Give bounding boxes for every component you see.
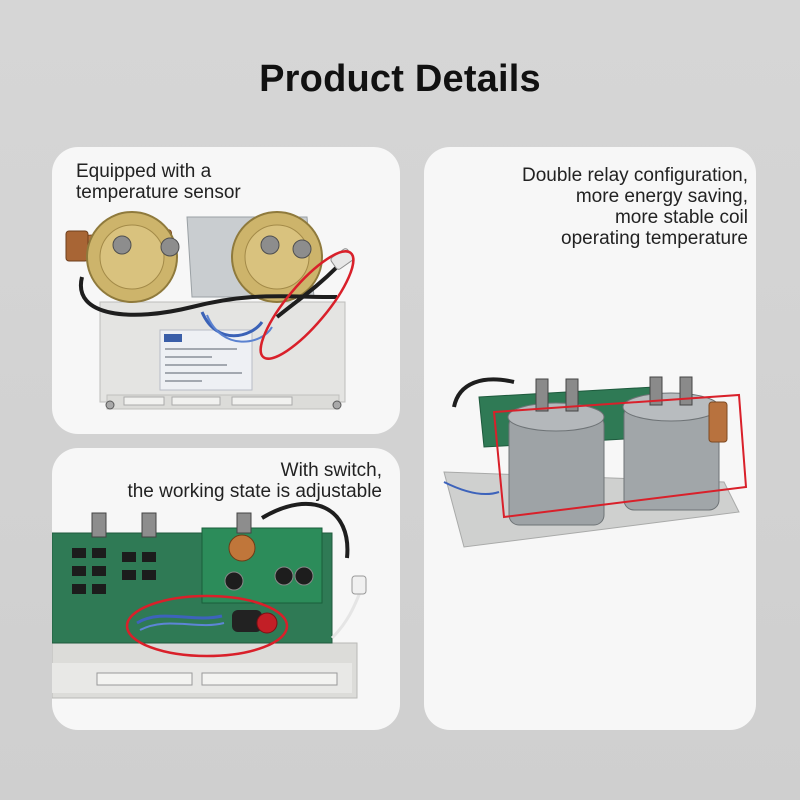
bms-temperature-sensor-photo: [65, 211, 355, 410]
feature-caption-temperature: Equipped with a temperature sensor: [76, 161, 241, 203]
feature-card-switch: With switch, the working state is adjust…: [52, 448, 400, 730]
page-title: Product Details: [259, 58, 541, 100]
relay-left: [508, 414, 605, 526]
switch-housing: [232, 610, 262, 632]
inductor-coil: [228, 534, 256, 562]
caption-line: the working state is adjustable: [127, 481, 382, 502]
caption-line: With switch,: [280, 460, 382, 481]
connector: [96, 672, 193, 686]
feature-caption-relay: Double relay configuration, more energy …: [522, 165, 748, 249]
highlight-rectangle: [492, 393, 748, 519]
caption-line: operating temperature: [561, 228, 748, 249]
highlight-ellipse: [125, 594, 289, 658]
caption-line: Equipped with a: [76, 161, 212, 182]
caption-line: Double relay configuration,: [521, 165, 748, 186]
copper-lug: [65, 230, 89, 262]
caption-line: more stable coil: [614, 207, 748, 228]
sensor-cable: [275, 265, 339, 319]
power-switch-button: [256, 612, 278, 634]
caption-line: temperature sensor: [76, 182, 241, 203]
feature-card-temperature-sensor: Equipped with a temperature sensor: [52, 147, 400, 434]
copper-lug: [708, 401, 728, 443]
highlight-ellipse: [259, 250, 355, 360]
converter-board: [201, 527, 323, 604]
brand-logo-icon: [164, 334, 182, 342]
product-label: [159, 329, 253, 391]
caption-line: more energy saving,: [575, 186, 748, 207]
feature-card-double-relay: Double relay configuration, more energy …: [424, 147, 756, 730]
connector: [201, 672, 338, 686]
wire-harness: [78, 276, 338, 317]
double-relay-photo: [443, 376, 748, 548]
feature-caption-switch: With switch, the working state is adjust…: [127, 460, 382, 502]
bms-switch-photo: [52, 501, 367, 699]
